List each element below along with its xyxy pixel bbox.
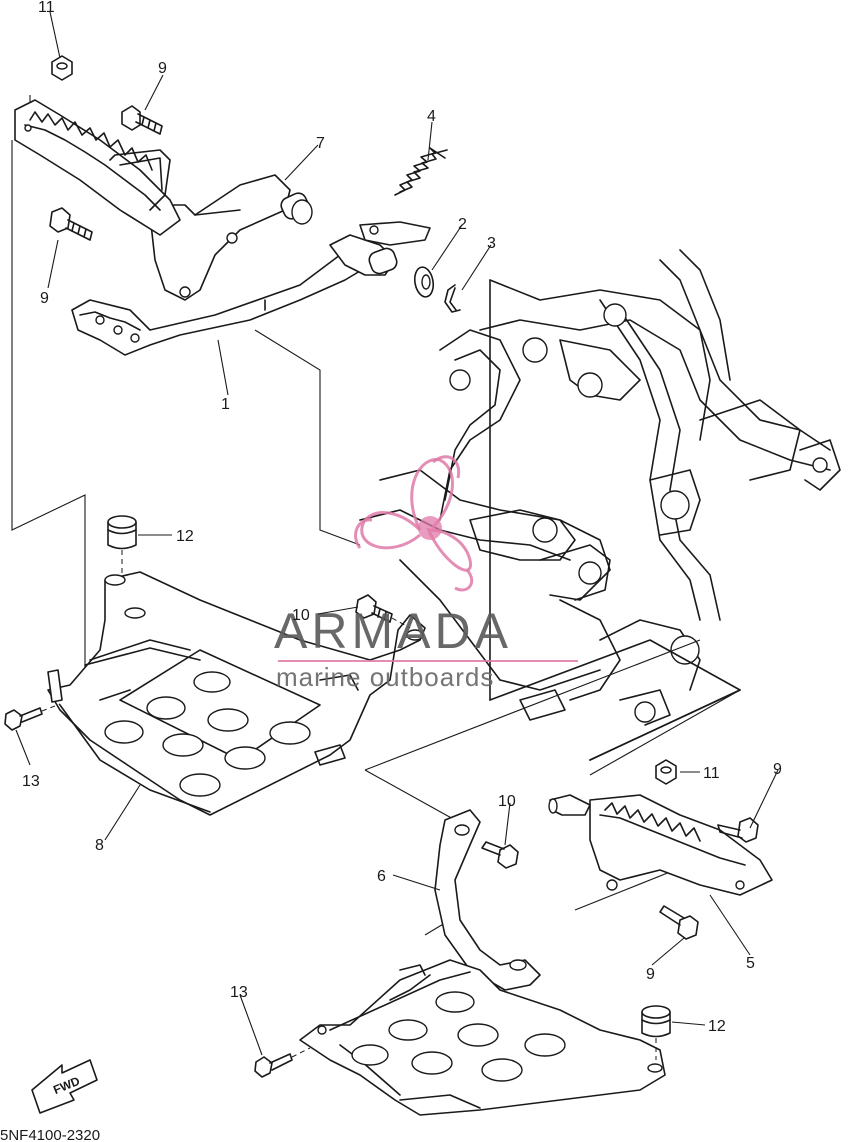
clip-part-3 [444, 284, 461, 313]
bolt-part-13-bottom [254, 1047, 311, 1078]
callout-leaders [15, 11, 779, 1056]
bolt-part-13-left [4, 703, 61, 731]
damper-part-12-bottom [641, 1005, 671, 1060]
callout-4: 4 [427, 108, 436, 125]
watermark: ARMADA marine outboards [274, 455, 578, 692]
callout-10-top: 10 [292, 607, 310, 624]
callout-9-left: 9 [40, 290, 49, 307]
fwd-arrow-icon: FWD [31, 1059, 98, 1114]
watermark-logo-icon [354, 455, 474, 592]
bolt-part-10-mid [481, 841, 519, 869]
callout-9-right: 9 [773, 761, 782, 778]
callout-11-top: 11 [38, 0, 55, 16]
skid-plate-part-8 [47, 571, 426, 816]
callout-numbers: 11 9 4 7 2 3 9 1 12 10 13 8 11 9 10 6 5 … [22, 0, 782, 1035]
return-spring-part-4 [394, 147, 448, 196]
damper-part-12-top [107, 515, 137, 580]
callout-7: 7 [316, 135, 325, 152]
callout-9-top: 9 [158, 60, 167, 77]
footrest-bracket-part-5 [548, 794, 773, 896]
footrest-left [14, 99, 181, 236]
callout-13-left: 13 [22, 773, 40, 790]
callout-11-right: 11 [703, 765, 720, 782]
washer-part-2 [413, 266, 435, 298]
callout-3: 3 [487, 235, 496, 252]
bolt-part-9-lower [659, 905, 699, 940]
callout-9-lower: 9 [646, 966, 655, 983]
assembly-guide-lines [11, 95, 741, 936]
flange-nut-part-11-top [51, 55, 73, 81]
watermark-tagline: marine outboards [276, 662, 494, 692]
callout-1: 1 [221, 396, 230, 413]
callout-13-bottom: 13 [230, 984, 248, 1001]
callout-6: 6 [377, 868, 386, 885]
guard-stay-part-6 [434, 809, 541, 991]
brake-pedal-part-1 [71, 221, 431, 356]
skid-plate-lower [299, 959, 666, 1116]
bolt-part-9-right [717, 817, 759, 843]
callout-8: 8 [95, 837, 104, 854]
callout-5: 5 [746, 955, 755, 972]
bolt-part-10-top [355, 594, 411, 629]
footrest-bracket-part-7 [149, 174, 313, 301]
callout-12-top: 12 [176, 528, 194, 545]
callout-10-mid: 10 [498, 793, 516, 810]
bolt-part-9-top [121, 105, 163, 135]
callout-2: 2 [458, 216, 467, 233]
watermark-brand: ARMADA [274, 603, 512, 659]
callout-12-bottom: 12 [708, 1018, 726, 1035]
frame-assembly [359, 249, 841, 761]
diagram-number: 5NF4100-2320 [0, 1127, 100, 1142]
flange-nut-part-11-right [655, 759, 677, 785]
bolt-part-9-left [49, 207, 93, 241]
